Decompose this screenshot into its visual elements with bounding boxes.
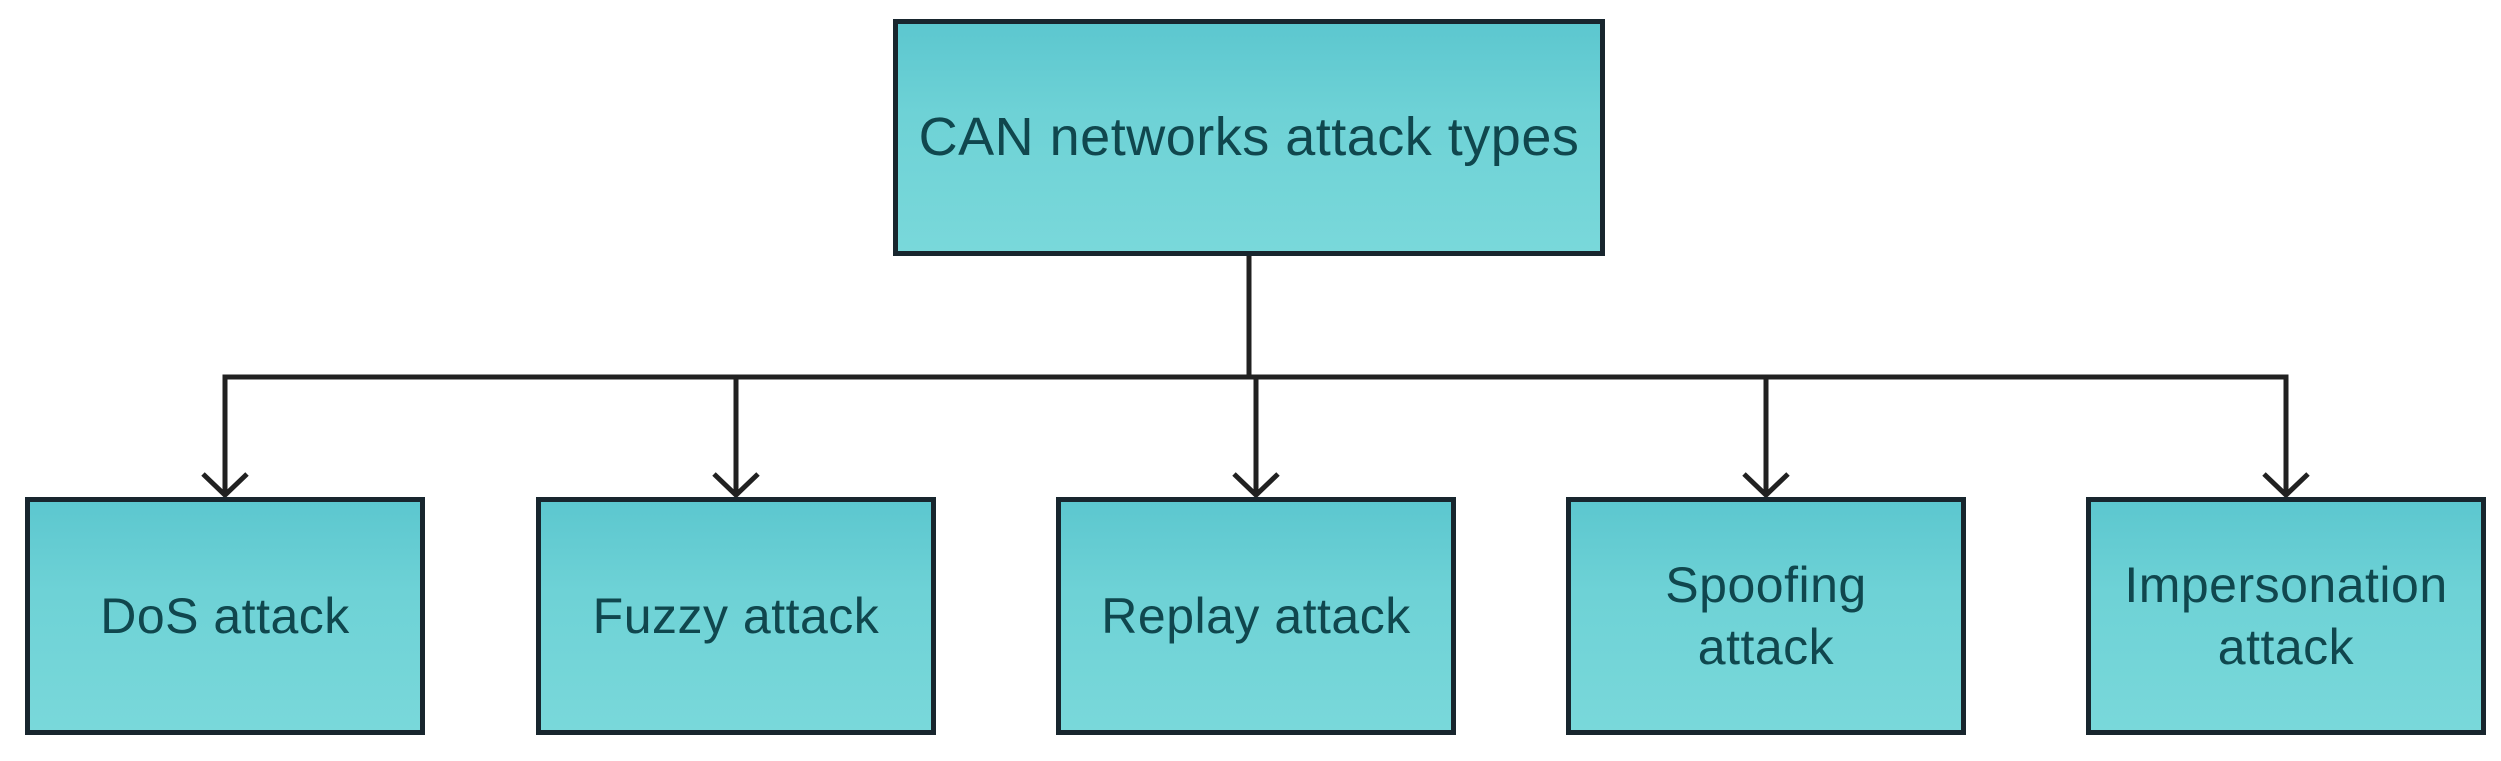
node-label: Spoofing attack [1665,556,1867,676]
arrowhead-down-icon [1232,472,1280,499]
node-label: CAN networks attack types [918,106,1580,167]
arrowhead-down-icon [712,472,760,499]
arrowhead-down-icon [2262,472,2310,499]
node-spoofing-attack: Spoofing attack [1566,497,1966,735]
node-label: Fuzzy attack [592,587,880,644]
node-replay-attack: Replay attack [1056,497,1456,735]
node-dos-attack: DoS attack [25,497,425,735]
node-label: Replay attack [1101,587,1411,644]
node-label: Impersonation attack [2124,556,2448,676]
arrowhead-down-icon [1742,472,1790,499]
node-impersonation-attack: Impersonation attack [2086,497,2486,735]
node-label: DoS attack [100,587,350,644]
node-fuzzy-attack: Fuzzy attack [536,497,936,735]
node-can-networks-attack-types: CAN networks attack types [893,19,1605,256]
arrowhead-down-icon [201,472,249,499]
